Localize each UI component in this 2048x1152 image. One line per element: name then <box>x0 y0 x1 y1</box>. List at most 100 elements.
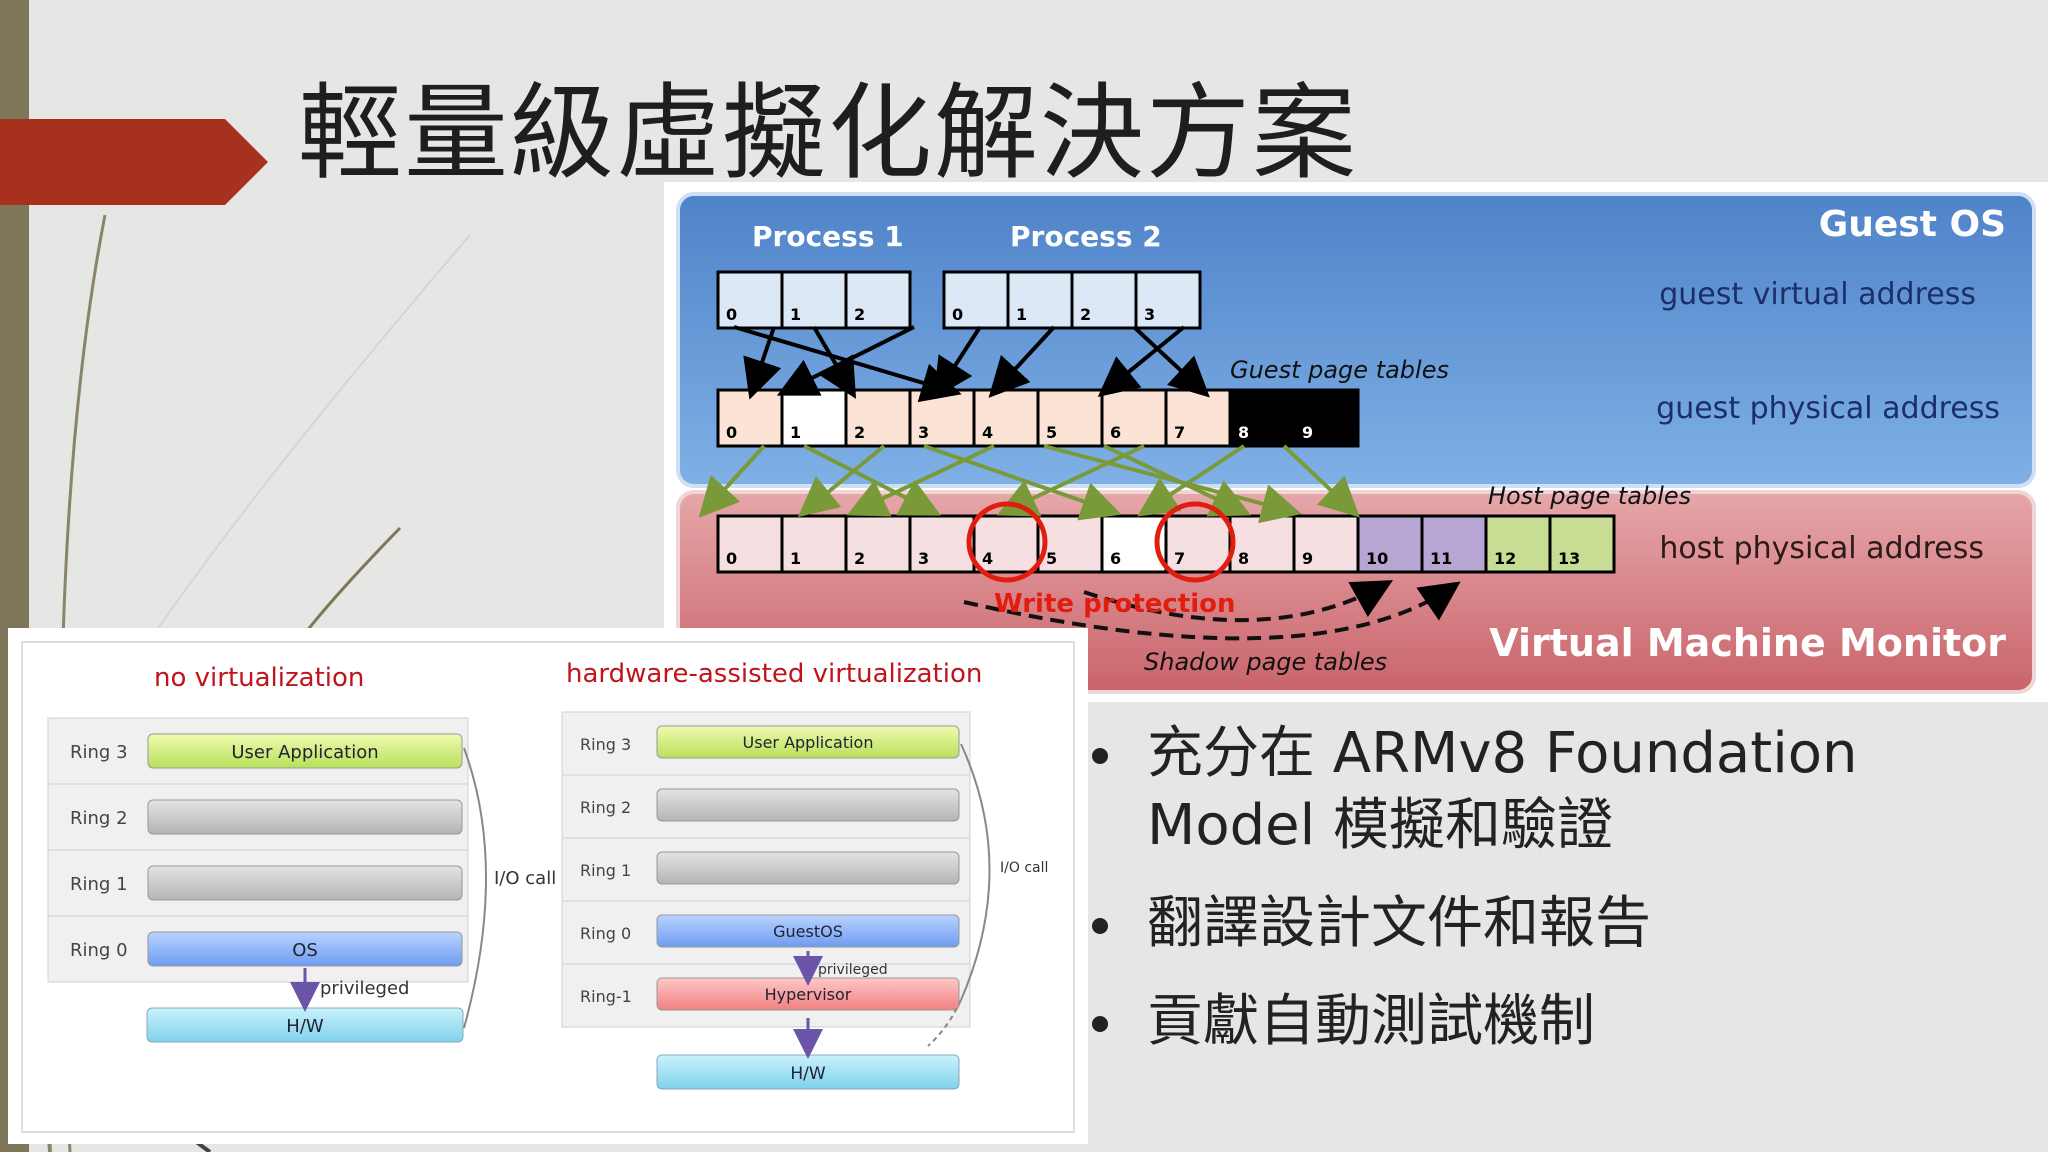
host-phys-cell-label: 1 <box>790 549 801 568</box>
process2-cell-label: 3 <box>1144 305 1155 324</box>
left-privileged-label: privileged <box>320 978 409 999</box>
host-phys-cell <box>716 514 784 574</box>
guest-phys-cell-label: 7 <box>1174 423 1185 442</box>
process1-cell-label: 1 <box>790 305 801 324</box>
guest-phys-cell <box>1100 388 1168 448</box>
bullet-text-3: 貢獻自動測試機制 <box>1147 989 1595 1054</box>
bullet-item-3: 貢獻自動測試機制 <box>1088 986 1988 1058</box>
right-ring-box-label: Hypervisor <box>765 985 852 1004</box>
right-ring-box <box>656 914 960 948</box>
guest-phys-cell-label: 2 <box>854 423 865 442</box>
bullet-text-2: 翻譯設計文件和報告 <box>1147 891 1651 956</box>
slide-title: 輕量級虛擬化解決方案 <box>298 72 1359 194</box>
shadow-page-tables-label: Shadow page tables <box>1144 648 1387 676</box>
host-phys-cell-label: 11 <box>1430 549 1452 568</box>
host-physical-address-label: host physical address <box>1659 531 1984 566</box>
host-phys-cell-label: 5 <box>1046 549 1057 568</box>
process1-cell <box>716 270 784 330</box>
guest-page-tables-label: Guest page tables <box>1230 356 1449 384</box>
host-phys-cell <box>1356 514 1424 574</box>
memory-virtualization-diagram: Guest OS guest virtual address guest phy… <box>664 182 2048 702</box>
host-phys-cell <box>1548 514 1616 574</box>
guest-phys-cell-label: 4 <box>982 423 993 442</box>
write-protection-circle-7 <box>1154 501 1236 583</box>
host-phys-cell-label: 8 <box>1238 549 1249 568</box>
right-ring-label: Ring-1 <box>580 987 632 1006</box>
guest-physical-address-label: guest physical address <box>1656 391 2000 426</box>
left-ring-label: Ring 0 <box>70 940 128 961</box>
left-ring-box <box>147 799 463 835</box>
left-ring-box <box>147 931 463 967</box>
guest-os-label: Guest OS <box>1819 204 2006 245</box>
right-ring-box <box>656 725 960 759</box>
guest-phys-cell <box>844 388 912 448</box>
guest-phys-cell <box>1292 388 1360 448</box>
guest-phys-cell-label: 3 <box>918 423 929 442</box>
bullet-dot-icon <box>1092 748 1108 764</box>
guest-phys-cell-label: 1 <box>790 423 801 442</box>
host-phys-cell-label: 13 <box>1558 549 1580 568</box>
left-io-call-path <box>463 747 487 1029</box>
bullet-item-2: 翻譯設計文件和報告 <box>1088 888 1988 960</box>
host-phys-cell-label: 12 <box>1494 549 1516 568</box>
left-hw-label: H/W <box>286 1016 324 1037</box>
shadow-page-table-arrows <box>963 580 1461 641</box>
left-ring-box <box>147 865 463 901</box>
right-ring-box <box>656 851 960 885</box>
left-ring-box-label: OS <box>292 940 318 961</box>
right-privileged-label: privileged <box>818 962 888 978</box>
right-ring-label: Ring 2 <box>580 798 631 817</box>
left-ring-label: Ring 3 <box>70 742 128 763</box>
host-phys-cell-label: 0 <box>726 549 737 568</box>
right-ring-box-label: User Application <box>743 733 874 752</box>
right-ring-label: Ring 3 <box>580 735 631 754</box>
host-phys-cell-label: 4 <box>982 549 993 568</box>
host-phys-cell-label: 10 <box>1366 549 1388 568</box>
bullet-dot-icon <box>1092 918 1108 934</box>
right-hw-label: H/W <box>790 1064 826 1084</box>
host-phys-cell-label: 6 <box>1110 549 1121 568</box>
left-ring-label: Ring 2 <box>70 808 128 829</box>
write-protection-label: Write protection <box>994 589 1236 619</box>
vmm-label: Virtual Machine Monitor <box>1489 621 2006 665</box>
guest-phys-cell-label: 6 <box>1110 423 1121 442</box>
privilege-ring-diagram: no virtualization hardware-assisted virt… <box>8 628 1088 1144</box>
right-ring-label: Ring 0 <box>580 924 631 943</box>
bullet-text-1: 充分在 ARMv8 Foundation Model 模擬和驗證 <box>1147 721 1858 858</box>
guest-phys-cell <box>1164 388 1232 448</box>
host-phys-cell-label: 9 <box>1302 549 1313 568</box>
process2-cell <box>1070 270 1138 330</box>
process2-cell-label: 2 <box>1080 305 1091 324</box>
process1-cell-label: 0 <box>726 305 737 324</box>
process2-cell <box>1134 270 1202 330</box>
process2-label: Process 2 <box>1010 220 1162 253</box>
process2-cell <box>942 270 1010 330</box>
guest-phys-cell-label: 5 <box>1046 423 1057 442</box>
left-ring-label: Ring 1 <box>70 874 128 895</box>
guest-phys-cell <box>1036 388 1104 448</box>
right-ring-box-label: GuestOS <box>773 922 843 941</box>
title-accent-arrow <box>0 119 268 205</box>
right-ring-label: Ring 1 <box>580 861 631 880</box>
bullet-list: 充分在 ARMv8 Foundation Model 模擬和驗證 翻譯設計文件和… <box>1088 718 1988 1084</box>
hw-assisted-title: hardware-assisted virtualization <box>566 659 982 689</box>
guest-virtual-address-label: guest virtual address <box>1659 277 1976 312</box>
process1-label: Process 1 <box>752 220 904 253</box>
left-ring-box <box>147 733 463 769</box>
guest-phys-cell-label: 9 <box>1302 423 1313 442</box>
right-io-call-label: I/O call <box>1000 860 1048 876</box>
right-io-call-path <box>960 743 991 1001</box>
host-phys-cell-label: 3 <box>918 549 929 568</box>
left-ring-box-label: User Application <box>231 742 378 763</box>
left-io-call-label: I/O call <box>494 868 556 889</box>
guest-page-table-arrows <box>733 325 1210 403</box>
process1-cell <box>844 270 912 330</box>
host-page-table-arrows <box>698 444 1360 524</box>
no-virtualization-title: no virtualization <box>154 663 364 693</box>
host-phys-cell-label: 2 <box>854 549 865 568</box>
process2-cell-label: 1 <box>1016 305 1027 324</box>
right-ring-box <box>656 788 960 822</box>
